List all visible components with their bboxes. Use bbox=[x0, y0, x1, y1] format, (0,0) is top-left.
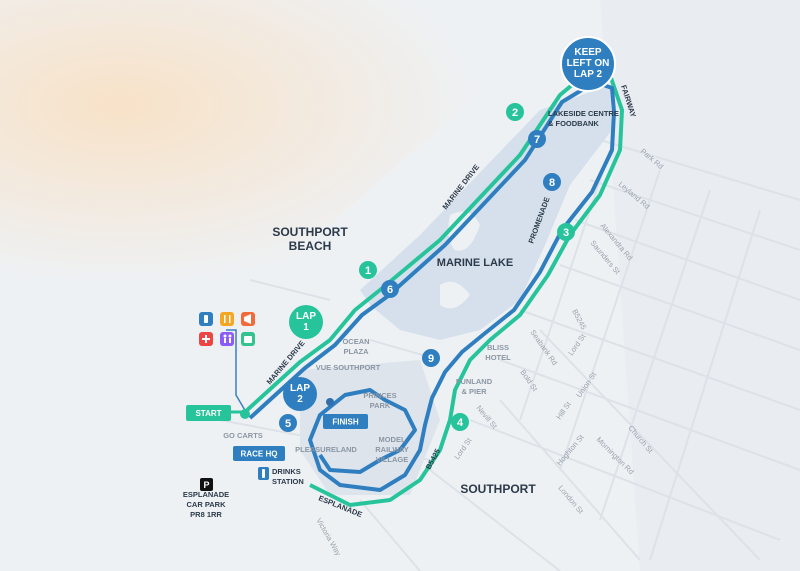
svg-text:START: START bbox=[195, 409, 221, 418]
svg-text:9: 9 bbox=[428, 353, 434, 365]
facility-connector bbox=[226, 329, 247, 413]
facility-icons bbox=[199, 312, 255, 346]
route-marker-8: 8 bbox=[543, 173, 561, 191]
pleasureland-label: PLEASURELAND bbox=[295, 445, 357, 454]
marine-lake bbox=[360, 85, 612, 340]
route-marker-9: 9 bbox=[422, 349, 440, 367]
svg-text:7: 7 bbox=[534, 134, 540, 146]
svg-text:8: 8 bbox=[549, 177, 555, 189]
vue-southport-label: VUE SOUTHPORT bbox=[316, 363, 381, 372]
route-marker-4: 4 bbox=[451, 413, 469, 431]
route-marker-7: 7 bbox=[528, 130, 546, 148]
funland-label: FUNLAND& PIER bbox=[456, 377, 493, 396]
route-marker-3: 3 bbox=[557, 223, 575, 241]
finish-label: FINISH bbox=[323, 414, 368, 429]
megaphone-icon bbox=[241, 312, 255, 326]
princes-park-area bbox=[300, 360, 440, 495]
go-carts-label: GO CARTS bbox=[223, 431, 263, 440]
svg-text:6: 6 bbox=[387, 284, 393, 296]
svg-text:2: 2 bbox=[512, 107, 518, 119]
svg-text:5: 5 bbox=[285, 418, 291, 430]
route-marker-1: 1 bbox=[359, 261, 377, 279]
svg-text:4: 4 bbox=[457, 417, 464, 429]
svg-text:P: P bbox=[203, 480, 209, 490]
svg-text:FINISH: FINISH bbox=[332, 418, 358, 427]
toilets-icon bbox=[220, 332, 234, 346]
lake-island bbox=[440, 281, 470, 309]
parking-icon: P bbox=[200, 478, 213, 491]
route-lap-2 bbox=[248, 80, 616, 492]
cutlery-icon bbox=[220, 312, 234, 326]
beach-sand bbox=[0, 0, 600, 300]
route-lap-1 bbox=[243, 68, 624, 507]
route-marker-5: 5 bbox=[279, 414, 297, 432]
southport-town-label: SOUTHPORT bbox=[460, 482, 536, 496]
bottle-icon bbox=[199, 312, 213, 326]
svg-text:3: 3 bbox=[563, 227, 569, 239]
marine-lake-label: MARINE LAKE bbox=[437, 257, 513, 269]
svg-text:1: 1 bbox=[365, 265, 371, 277]
start-label: START bbox=[186, 405, 231, 421]
land-east bbox=[600, 0, 800, 571]
svg-text:RACE HQ: RACE HQ bbox=[241, 450, 278, 459]
first-aid-icon bbox=[199, 332, 213, 346]
race-hq-label: RACE HQ bbox=[233, 446, 285, 461]
finish-point bbox=[326, 398, 334, 406]
lakeside-label: LAKESIDE CENTRE& FOODBANK bbox=[548, 109, 619, 128]
route-marker-6: 6 bbox=[381, 280, 399, 298]
start-point bbox=[240, 409, 250, 419]
baggage-icon bbox=[241, 332, 255, 346]
drinks-bottle-icon bbox=[258, 467, 269, 480]
route-marker-2: 2 bbox=[506, 103, 524, 121]
